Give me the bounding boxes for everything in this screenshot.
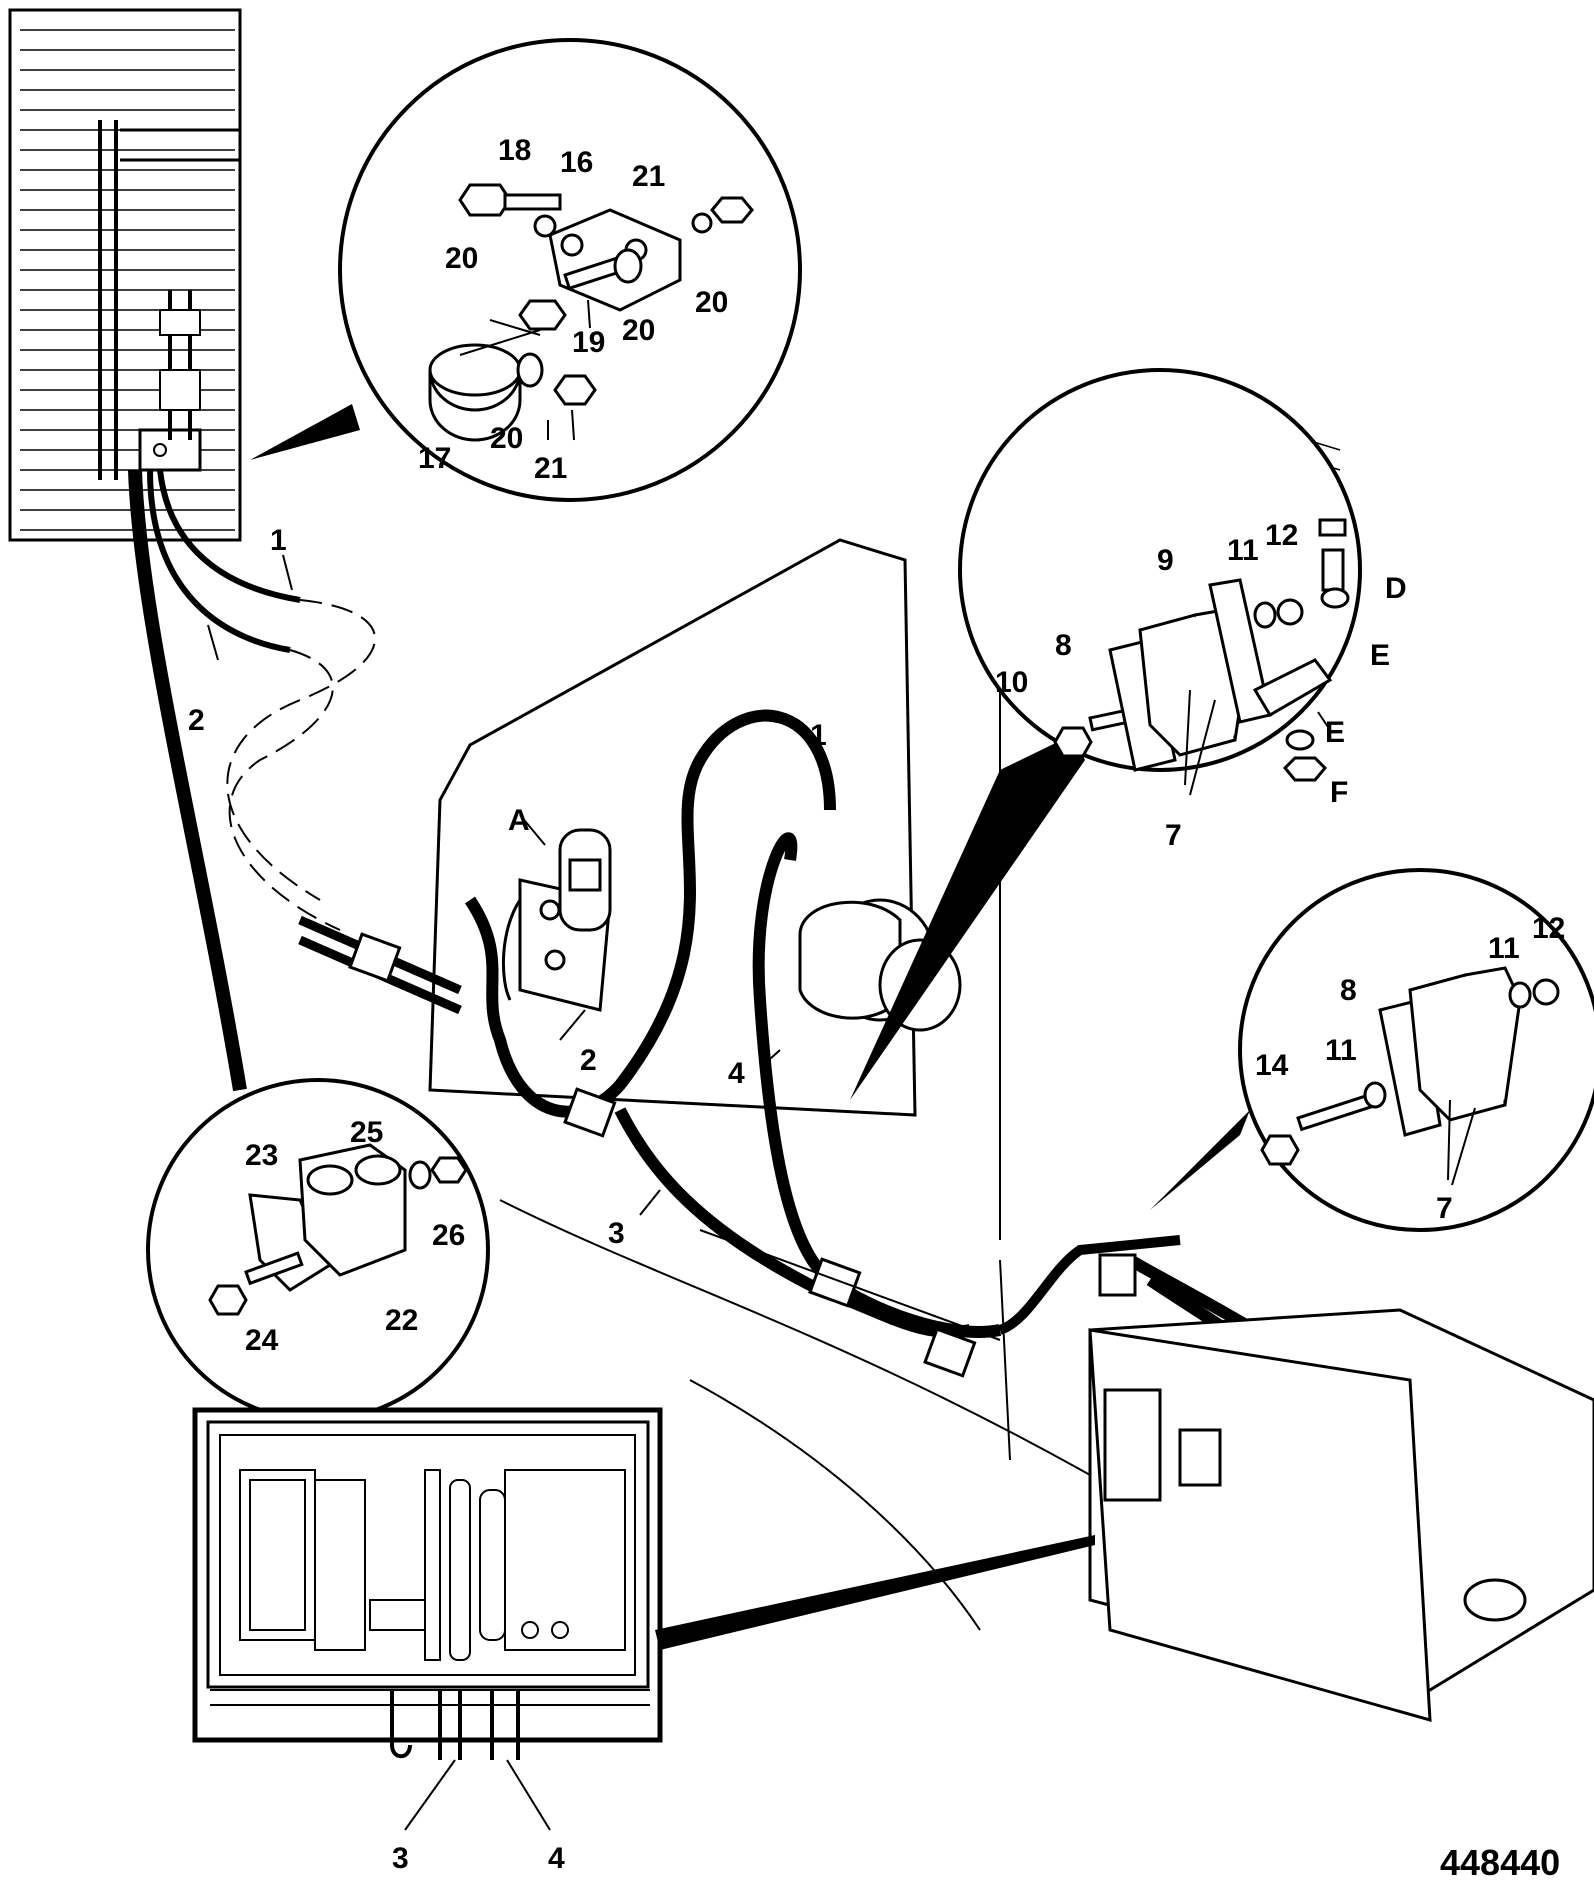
callout-3-main: 3 [608,1217,625,1250]
detail-clamp-right: 11 12 8 11 14 7 [1150,868,1594,1232]
heater-unit [1088,1308,1594,1723]
callout-1-left: 1 [270,524,287,557]
detail-clamp-left: 23 25 26 22 24 [146,1078,490,1422]
callout-2-main: 2 [580,1044,597,1077]
bolt-14 [1260,1134,1300,1166]
bolt-D [1318,518,1347,537]
callout-3-inset: 3 [392,1842,409,1875]
bolt-10 [1053,726,1093,758]
callout-7-upper: 7 [1165,819,1182,852]
component-a-valve [502,828,612,1012]
callout-11-top: 11 [1488,932,1520,965]
callout-E-top: E [1370,639,1390,672]
nut-21-top [710,196,754,224]
callout-D: D [1385,572,1407,605]
hose-1-left [128,469,376,1092]
callout-8-right: 8 [1340,974,1357,1007]
bolt-18 [458,183,512,217]
callout-18: 18 [498,134,531,167]
nut-21-bottom [553,374,597,406]
callout-19: 19 [572,326,605,359]
callout-11: 11 [1227,534,1259,567]
hose-clamps-main [348,932,1137,1378]
callout-21-top: 21 [632,160,665,193]
callout-20-left: 20 [445,242,478,275]
callout-8: 8 [1055,629,1072,662]
callout-22: 22 [385,1304,418,1337]
detail-clamp-upper: 9 11 12 D E 8 10 E F 7 [850,368,1407,1100]
plate-8 [1108,638,1177,772]
callout-9: 9 [1157,544,1174,577]
callout-16: 16 [560,146,593,179]
callout-20-mid: 20 [622,314,655,347]
callout-A: A [508,804,530,837]
callout-F: F [1330,776,1348,809]
cab-frame [8,8,242,542]
callout-10: 10 [995,666,1028,699]
detail-bracket: 18 16 21 20 20 19 20 17 20 21 [250,38,802,502]
callout-23: 23 [245,1139,278,1172]
callout-26: 26 [432,1219,465,1252]
callout-14: 14 [1255,1049,1289,1082]
callout-20-right: 20 [695,286,728,319]
callout-12: 12 [1265,519,1298,552]
callout-12-right: 12 [1532,912,1565,945]
callout-E-bottom: E [1325,716,1345,749]
callout-24: 24 [245,1324,279,1357]
callout-20-bottom: 20 [490,422,523,455]
nut-F [1282,756,1328,782]
callout-25: 25 [350,1116,383,1149]
callout-11-bottom: 11 [1325,1034,1357,1067]
figure-number: 448440 [1440,1842,1560,1883]
callout-2-left: 2 [188,704,205,737]
main-callouts: 1 2 A 1 B 2 4 3 [188,524,977,1250]
callout-21-bottom: 21 [534,452,567,485]
callout-7-right: 7 [1436,1192,1453,1225]
clip-17 [428,369,522,442]
bolt-19 [518,299,567,331]
callout-1-main: 1 [810,719,827,752]
bolt-24 [208,1284,248,1316]
nut-26 [430,1156,468,1184]
heater-inset: 3 4 [192,1407,1095,1875]
callout-4-inset: 4 [548,1842,565,1875]
callout-4-main: 4 [728,1057,745,1090]
callout-17: 17 [418,442,451,475]
callout-B: B [955,876,977,909]
